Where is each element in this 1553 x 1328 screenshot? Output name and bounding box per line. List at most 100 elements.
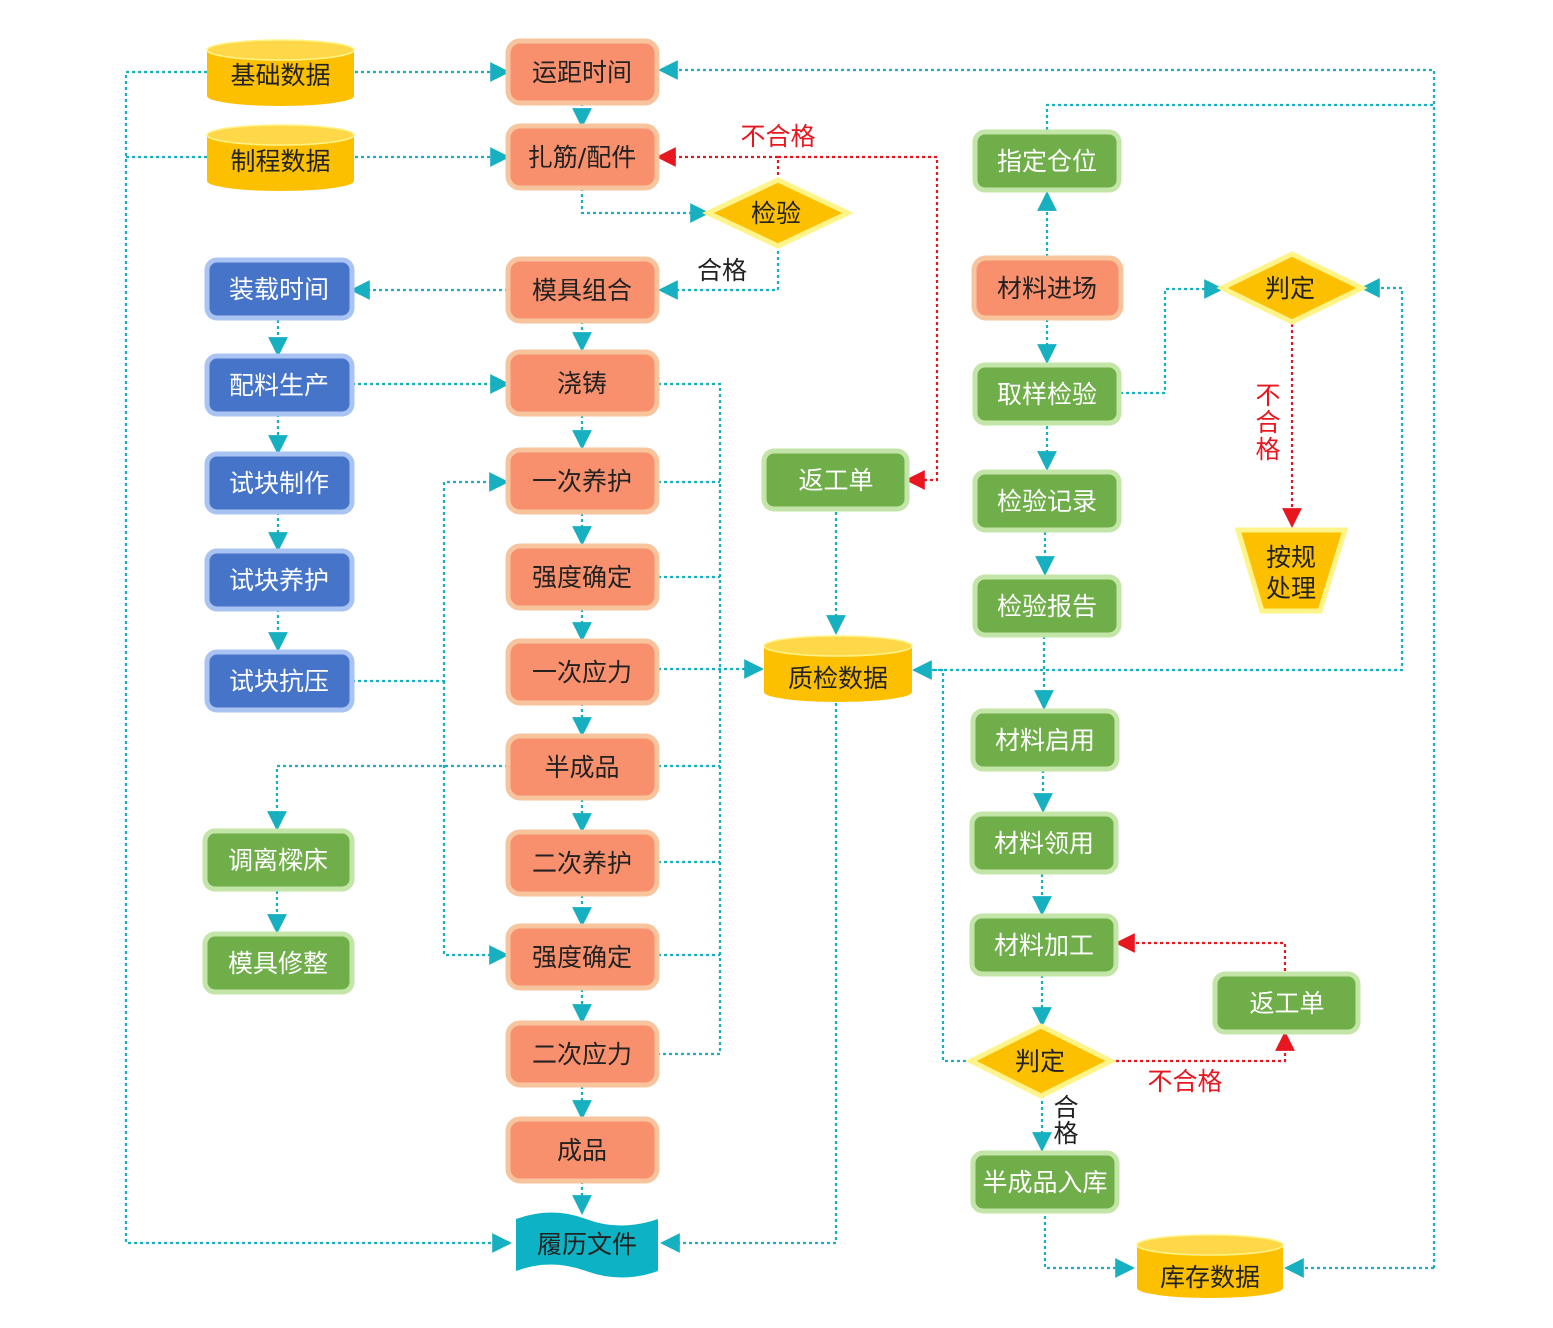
rework-2-node: 返工单: [1212, 971, 1361, 1035]
mold-repair-label: 模具修整: [228, 949, 328, 978]
material-in-label: 材料进场: [997, 274, 1097, 303]
resume-file-label: 履历文件: [537, 1230, 637, 1259]
first-stress-node: 一次应力: [505, 638, 660, 706]
transport-time-label: 运距时间: [532, 58, 632, 87]
material-process-label: 材料加工: [994, 931, 1094, 960]
inspect-label: 检验: [751, 199, 801, 228]
second-stress-label: 二次应力: [532, 1040, 632, 1069]
pass-bottom-char-2: 格: [1053, 1119, 1078, 1148]
edge-rework2-to-process: [1115, 933, 1287, 971]
transport-time-node: 运距时间: [505, 38, 660, 106]
inspect-node: 检验: [702, 177, 854, 249]
strength-1-label: 强度确定: [532, 563, 632, 592]
sample-make-label: 试块制作: [229, 469, 329, 498]
rework-2-label: 返工单: [1249, 989, 1324, 1018]
second-cure-node: 二次养护: [505, 829, 660, 897]
judge-top-label: 判定: [1265, 274, 1315, 303]
adjust-bed-label: 调离樑床: [228, 846, 328, 875]
material-draw-node: 材料领用: [969, 811, 1119, 875]
rework-1-node: 返工单: [761, 448, 910, 512]
judge-top-node: 判定: [1216, 251, 1368, 325]
sample-cure-node: 试块养护: [204, 548, 355, 612]
edge-qc-to-judgetop: [914, 278, 1404, 672]
edge-slot-top-loop: [1045, 103, 1434, 130]
edge-semistore-to-stock: [1043, 1210, 1135, 1278]
stock-data-node: 库存数据: [1136, 1234, 1284, 1298]
assign-slot-node: 指定仓位: [972, 129, 1122, 193]
batching-label: 配料生产: [229, 371, 329, 400]
batching-node: 配料生产: [204, 353, 355, 417]
fail-vertical-char-1: 不: [1255, 381, 1280, 410]
rebar-parts-node: 扎筋/配件: [505, 123, 660, 191]
resume-file-node: 履历文件: [516, 1212, 658, 1278]
edge-qc-to-resume: [660, 703, 838, 1253]
fail-bottom-label: 不合格: [1147, 1067, 1222, 1096]
inspect-record-node: 检验记录: [972, 469, 1122, 533]
base-data-node: 基础数据: [206, 39, 355, 106]
stock-data-label: 库存数据: [1160, 1263, 1260, 1292]
fail-vertical-char-2: 合: [1255, 408, 1280, 437]
inspect-report-node: 检验报告: [972, 574, 1122, 638]
second-cure-label: 二次养护: [532, 849, 632, 878]
sample-cure-label: 试块养护: [229, 566, 329, 595]
edge-judge-left-qc: [912, 660, 972, 1063]
material-enable-node: 材料启用: [970, 708, 1120, 772]
assign-slot-label: 指定仓位: [997, 147, 1097, 176]
pass-mid-label: 合格: [697, 256, 747, 285]
process-data-node: 制程数据: [206, 124, 355, 191]
edge-rework-fail: [778, 155, 939, 490]
semi-product-node: 半成品: [505, 733, 660, 801]
edge-sampling-to-judgetop: [1120, 279, 1224, 395]
process-data-label: 制程数据: [230, 147, 330, 176]
edge-qc-bus: [658, 382, 722, 1056]
pouring-node: 浇铸: [505, 349, 660, 417]
semi-storage-node: 半成品入库: [970, 1150, 1120, 1214]
finished-label: 成品: [557, 1136, 607, 1165]
material-process-node: 材料加工: [969, 913, 1119, 977]
strength-2-node: 强度确定: [505, 923, 660, 991]
base-data-label: 基础数据: [230, 61, 330, 90]
inspect-report-label: 检验报告: [997, 592, 1097, 621]
fail-top-label: 不合格: [740, 122, 815, 151]
rework-1-label: 返工单: [798, 466, 873, 495]
second-stress-node: 二次应力: [505, 1020, 660, 1088]
sample-make-node: 试块制作: [204, 451, 355, 515]
edge-spress-branch: [352, 472, 509, 683]
edge-inspect-fail: [656, 147, 780, 181]
mold-repair-node: 模具修整: [202, 931, 355, 995]
sample-press-node: 试块抗压: [204, 649, 355, 713]
judge-bottom-label: 判定: [1015, 1047, 1065, 1076]
finished-node: 成品: [505, 1116, 660, 1184]
pouring-label: 浇铸: [557, 369, 607, 398]
first-cure-label: 一次养护: [532, 467, 632, 496]
first-cure-node: 一次养护: [505, 447, 660, 515]
dispose-label-line1: 按规: [1266, 543, 1316, 572]
loading-time-label: 装载时间: [229, 275, 329, 304]
mold-combine-label: 模具组合: [532, 276, 632, 305]
qc-data-label: 质检数据: [788, 664, 888, 693]
inspect-record-label: 检验记录: [997, 487, 1097, 516]
judge-bottom-node: 判定: [965, 1023, 1117, 1099]
edge-inspect-pass: [658, 245, 780, 300]
semi-product-label: 半成品: [544, 753, 619, 782]
first-stress-label: 一次应力: [532, 658, 632, 687]
loading-time-node: 装载时间: [204, 257, 355, 321]
dispose-node: 按规 处理: [1234, 527, 1349, 614]
material-draw-label: 材料领用: [994, 829, 1094, 858]
rebar-parts-label: 扎筋/配件: [528, 143, 636, 172]
edge-rebar-to-inspect: [580, 188, 710, 223]
qc-data-node: 质检数据: [763, 635, 913, 702]
material-in-node: 材料进场: [971, 255, 1124, 321]
edge-judge-fail: [1110, 1031, 1295, 1063]
adjust-bed-node: 调离樑床: [202, 828, 355, 892]
strength-2-label: 强度确定: [532, 943, 632, 972]
sampling-label: 取样检验: [997, 380, 1097, 409]
edge-semi-to-adjust: [267, 764, 508, 831]
sample-press-label: 试块抗压: [229, 667, 329, 696]
pass-bottom-char-1: 合: [1053, 1093, 1078, 1122]
semi-storage-label: 半成品入库: [982, 1168, 1107, 1197]
mold-combine-node: 模具组合: [505, 256, 660, 324]
material-enable-label: 材料启用: [995, 726, 1095, 755]
edge-base-left-loop: [124, 70, 512, 1253]
dispose-label-line2: 处理: [1266, 574, 1316, 603]
